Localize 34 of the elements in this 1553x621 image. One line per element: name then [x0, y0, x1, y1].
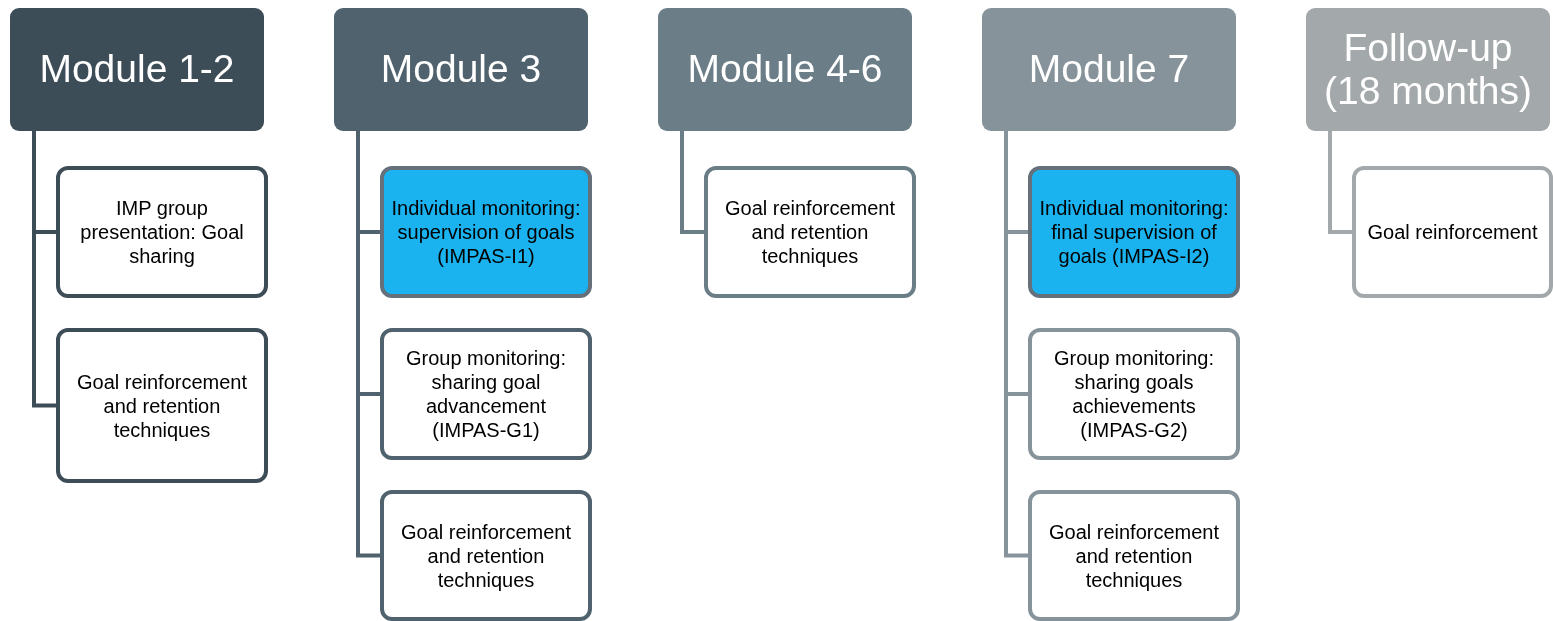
box-text: Module 4-6	[687, 48, 883, 91]
module-header	[10, 8, 264, 131]
activity-box	[1352, 166, 1553, 298]
box-text: Individual monitoring: final supervision of goals (IMPAS-I2)	[1038, 196, 1230, 268]
box-text: Module 7	[1028, 48, 1190, 91]
activity-box	[380, 328, 592, 460]
activity-box	[380, 166, 592, 298]
activity-box	[1028, 490, 1240, 621]
module-header	[334, 8, 588, 131]
box-text: Goal reinforcement and retention techniques	[399, 519, 573, 592]
box-text: IMP group presentation: Goal sharing	[79, 196, 245, 268]
connector-line	[1004, 131, 1028, 558]
box-text: Individual monitoring: supervision of goals (IMPAS-I1)	[390, 196, 582, 268]
box-text: Goal reinforcement and retention techniques	[75, 369, 249, 442]
box-text: Module 3	[380, 48, 542, 91]
activity-box	[1028, 166, 1240, 298]
connector-line	[356, 131, 380, 558]
box-text: Goal reinforcement	[1367, 220, 1538, 244]
activity-box	[56, 328, 268, 483]
activity-box	[1028, 328, 1240, 460]
module-header	[982, 8, 1236, 131]
connector-line	[1328, 131, 1352, 234]
module-header	[1306, 8, 1550, 131]
activity-box	[704, 166, 916, 298]
connector-line	[680, 131, 704, 234]
activity-box	[380, 490, 592, 621]
activity-box	[56, 166, 268, 298]
box-text: Goal reinforcement and retention techniques	[723, 196, 897, 268]
box-text: Follow-up (18 months)	[1322, 26, 1534, 113]
box-text: Goal reinforcement and retention techniques	[1047, 519, 1221, 592]
module-header	[658, 8, 912, 131]
box-text: Module 1-2	[39, 48, 235, 91]
box-text: Group monitoring: sharing goals achievements (IMPAS-G2)	[1052, 346, 1216, 442]
box-text: Group monitoring: sharing goal advancement (IMPAS-G1)	[404, 346, 568, 442]
